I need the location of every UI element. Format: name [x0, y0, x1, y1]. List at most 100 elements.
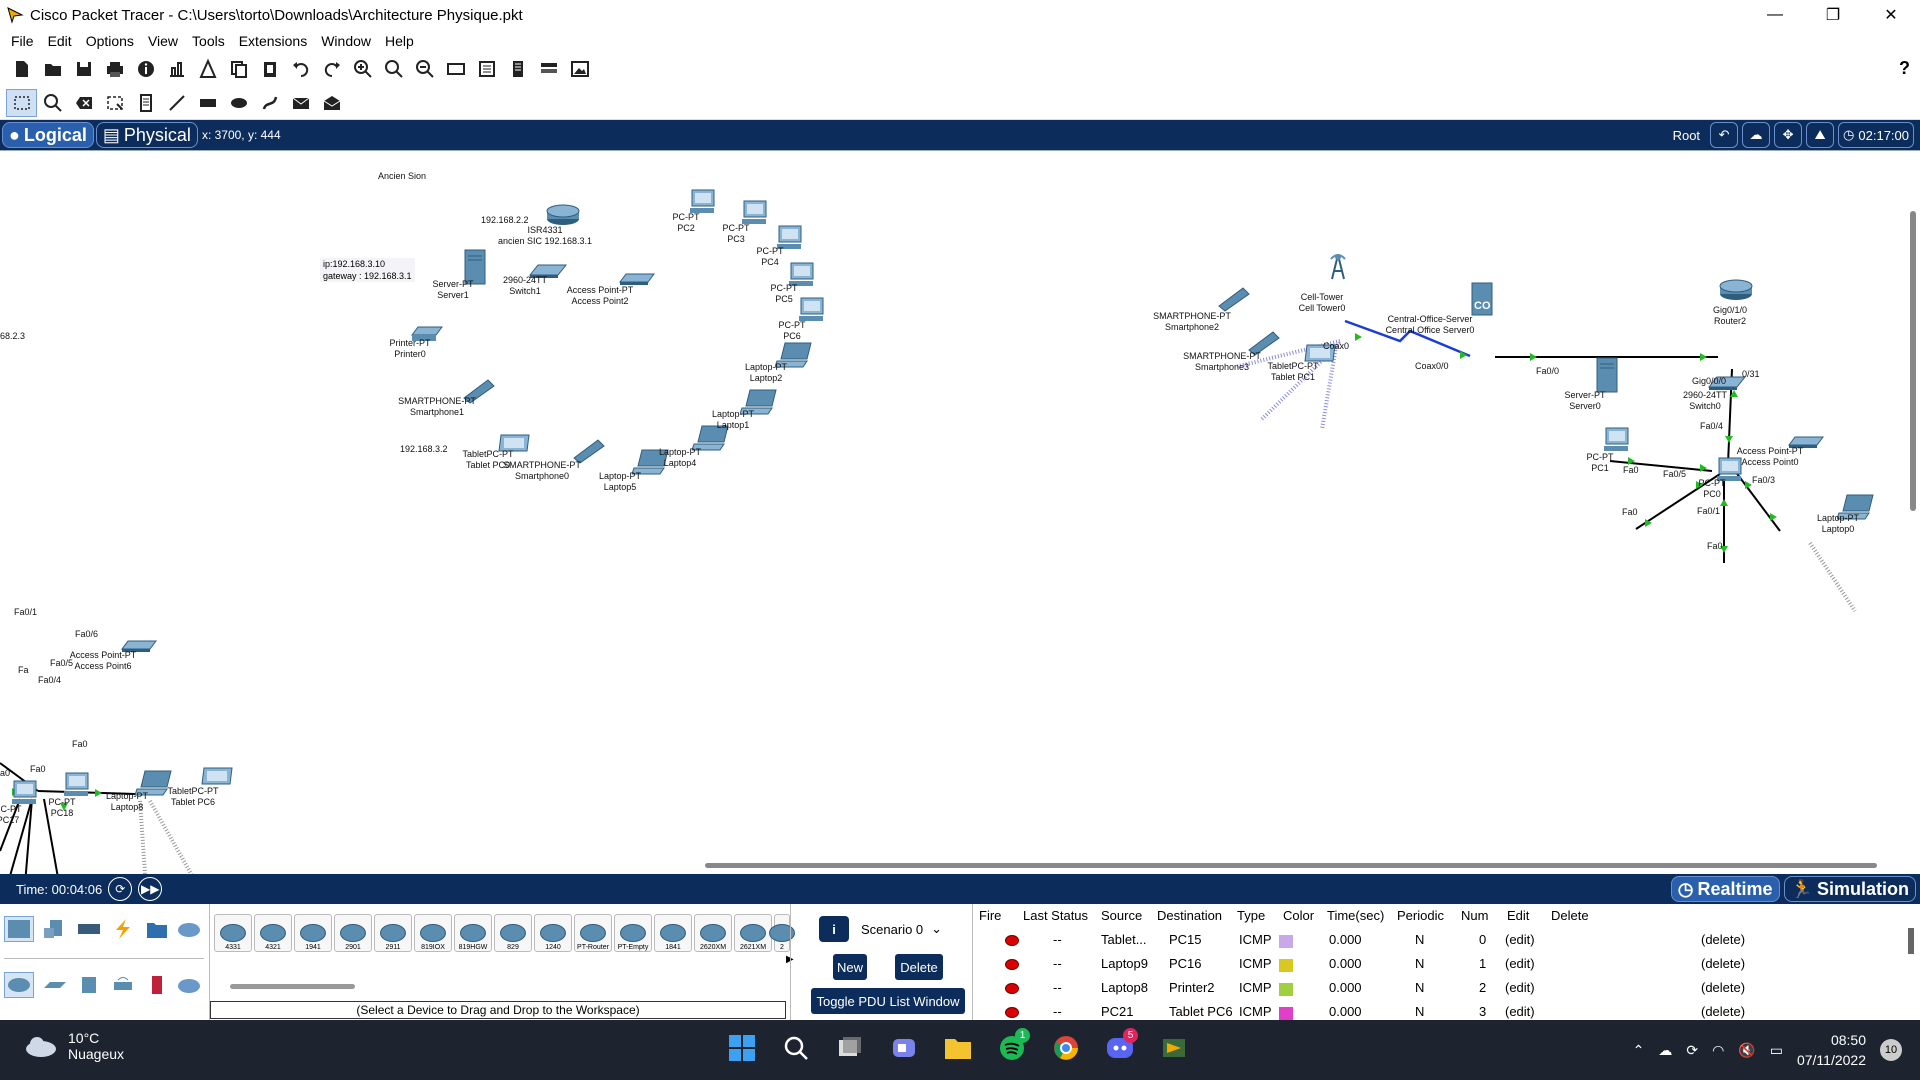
chevron-up-icon[interactable]: ⌃: [1632, 1041, 1645, 1058]
note-left-ip[interactable]: 68.2.3: [0, 331, 26, 341]
logical-workspace[interactable]: Ancien Sion 192.168.2.2 ip:192.168.3.10 …: [0, 150, 1920, 874]
device-pc1-icon[interactable]: [1602, 426, 1630, 457]
fire-icon[interactable]: [1005, 983, 1019, 994]
components-icon[interactable]: [74, 916, 104, 942]
spotify-icon[interactable]: 1: [990, 1026, 1034, 1070]
device-model-item[interactable]: 1240: [534, 914, 572, 952]
new-file-icon[interactable]: [6, 55, 37, 83]
device-smartphone0-icon[interactable]: [570, 436, 608, 467]
back-icon[interactable]: ↶: [1710, 122, 1739, 148]
zoom-in-icon[interactable]: [347, 55, 378, 83]
scenario-select[interactable]: Scenario 0 ⌄: [861, 921, 943, 937]
device-model-item[interactable]: 1941: [294, 914, 332, 952]
end-devices-icon[interactable]: [40, 916, 70, 942]
miscellaneous-icon[interactable]: [142, 916, 172, 942]
device-ap6-icon[interactable]: [120, 635, 158, 656]
device-model-item[interactable]: 4321: [254, 914, 292, 952]
device-pc17-icon[interactable]: [10, 779, 38, 810]
device-pc6-icon[interactable]: [797, 296, 825, 327]
menu-edit[interactable]: Edit: [47, 33, 72, 49]
new-scenario-button[interactable]: New: [833, 954, 867, 980]
device-switch0-icon[interactable]: [1707, 373, 1747, 394]
info-icon[interactable]: i: [819, 916, 849, 942]
paste-icon[interactable]: [254, 55, 285, 83]
device-model-item[interactable]: 819HGW: [454, 914, 492, 952]
wifi-icon[interactable]: ◠: [1712, 1041, 1725, 1058]
device-isr4331-icon[interactable]: [545, 203, 581, 230]
device-pc4-icon[interactable]: [775, 224, 803, 255]
image-icon[interactable]: [564, 55, 595, 83]
device-smartphone1-icon[interactable]: [460, 376, 498, 407]
device-pc18-icon[interactable]: [62, 771, 90, 802]
device-smartphone2-icon[interactable]: [1215, 284, 1253, 315]
resize-icon[interactable]: [99, 89, 130, 117]
workspace-vertical-scrollbar[interactable]: [1910, 211, 1916, 511]
chrome-icon[interactable]: [1044, 1026, 1088, 1070]
device-model-item[interactable]: 2620XM: [694, 914, 732, 952]
note-ip-2-2[interactable]: 192.168.2.2: [481, 215, 529, 225]
close-button[interactable]: ✕: [1884, 7, 1898, 24]
delete-icon[interactable]: [68, 89, 99, 117]
routers-icon[interactable]: [4, 972, 34, 998]
menu-extensions[interactable]: Extensions: [238, 33, 308, 49]
device-pc0-icon[interactable]: [1715, 456, 1743, 487]
fire-icon[interactable]: [1005, 935, 1019, 946]
inspect-icon[interactable]: [37, 89, 68, 117]
volume-muted-icon[interactable]: 🔇: [1738, 1041, 1756, 1058]
device-model-item[interactable]: PT-Router: [574, 914, 612, 952]
taskbar-clock[interactable]: 08:50 07/11/2022: [1796, 1032, 1866, 1068]
security-icon[interactable]: [142, 972, 172, 998]
switches-icon[interactable]: [40, 972, 70, 998]
ellipse-icon[interactable]: [223, 89, 254, 117]
viewport-clock[interactable]: ◷02:17:00: [1838, 122, 1914, 148]
drawing-palette-icon[interactable]: [440, 55, 471, 83]
device-tabletpc1-icon[interactable]: [1303, 341, 1339, 366]
pdu-delete[interactable]: (delete): [1701, 980, 1746, 995]
device-model-item[interactable]: 819IOX: [414, 914, 452, 952]
device-ap0-icon[interactable]: [1787, 431, 1825, 452]
pdu-edit[interactable]: (edit): [1505, 1004, 1535, 1019]
rectangle-icon[interactable]: [192, 89, 223, 117]
device-celltower0-icon[interactable]: [1323, 251, 1353, 284]
toggle-pdu-list-button[interactable]: Toggle PDU List Window: [811, 988, 965, 1014]
complex-pdu-icon[interactable]: [316, 89, 347, 117]
wireless-devices-icon[interactable]: [108, 972, 138, 998]
device-model-item[interactable]: PT-Empty: [614, 914, 652, 952]
menu-options[interactable]: Options: [85, 33, 134, 49]
note-ip-gateway[interactable]: ip:192.168.3.10 gateway : 192.168.3.1: [320, 258, 415, 282]
device-model-item[interactable]: 2621XM: [734, 914, 772, 952]
print-icon[interactable]: [99, 55, 130, 83]
device-model-item[interactable]: 1841: [654, 914, 692, 952]
search-icon[interactable]: [774, 1026, 818, 1070]
device-model-item[interactable]: 829: [494, 914, 532, 952]
redo-icon[interactable]: [316, 55, 347, 83]
pdu-delete[interactable]: (delete): [1701, 1004, 1746, 1019]
viewport-icon[interactable]: [502, 55, 533, 83]
device-laptop1-icon[interactable]: [739, 388, 780, 419]
cluster-icon[interactable]: [533, 55, 564, 83]
sync-icon[interactable]: ⟳: [1686, 1041, 1699, 1058]
device-list-scrollbar[interactable]: [230, 984, 355, 989]
device-server0-icon[interactable]: [1594, 356, 1620, 397]
